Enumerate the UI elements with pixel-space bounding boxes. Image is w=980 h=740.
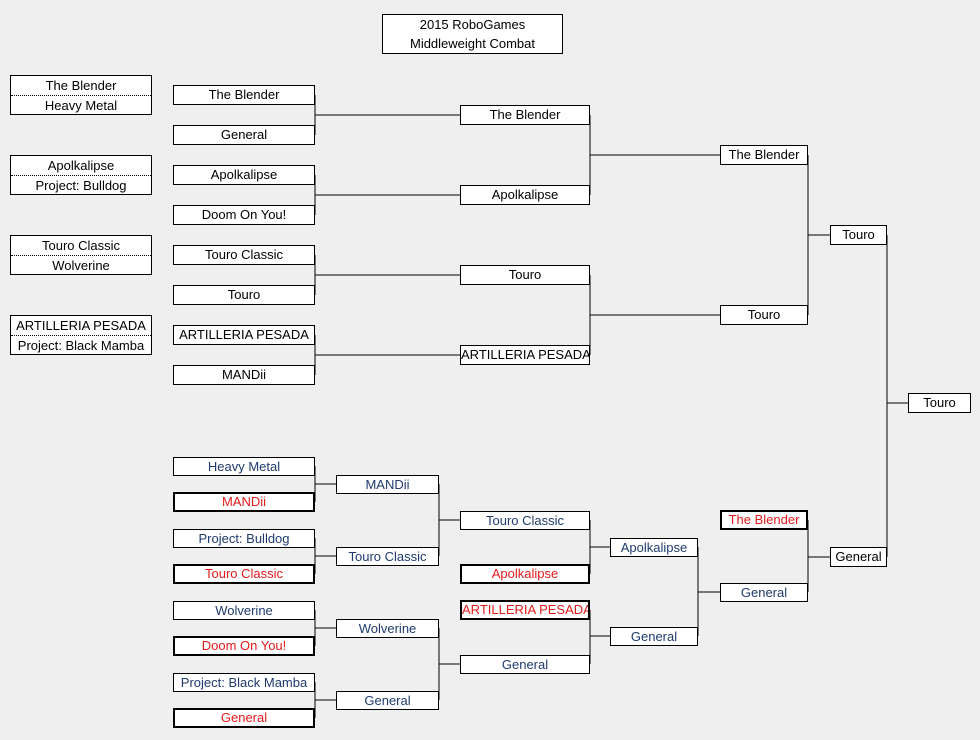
lb-r2-slot: Touro Classic xyxy=(336,547,439,566)
wb-r3-slot: The Blender xyxy=(720,145,808,165)
wb-r2-slot: Touro xyxy=(460,265,590,285)
lb-r1-eliminated-slot: Touro Classic xyxy=(173,564,315,584)
wb-r2-slot: Apolkalipse xyxy=(460,185,590,205)
wb-r2-slot: ARTILLERIA PESADA xyxy=(460,345,590,365)
lb-r1-slot: Wolverine xyxy=(173,601,315,620)
champion-slot: Touro xyxy=(908,393,971,413)
wb-r1-slot: Touro xyxy=(173,285,315,305)
wb-r1-slot: MANDii xyxy=(173,365,315,385)
seed-top: Touro Classic xyxy=(11,236,151,256)
grand-final-slot: General xyxy=(830,547,887,567)
lb-r5-slot: General xyxy=(720,583,808,602)
wb-r1-slot: ARTILLERIA PESADA xyxy=(173,325,315,345)
seed-top: ARTILLERIA PESADA xyxy=(11,316,151,336)
wb-r1-slot: General xyxy=(173,125,315,145)
lb-r2-slot: General xyxy=(336,691,439,710)
lb-r4-slot: Apolkalipse xyxy=(610,538,698,557)
seed-bottom: Wolverine xyxy=(52,258,110,273)
seed-bottom: Project: Bulldog xyxy=(35,178,127,193)
lb-r5-eliminated-slot: The Blender xyxy=(720,510,808,530)
seed-pair-4: ARTILLERIA PESADA Project: Black Mamba xyxy=(10,315,152,355)
lb-r3-eliminated-slot: Apolkalipse xyxy=(460,564,590,584)
lb-r3-slot: General xyxy=(460,655,590,674)
seed-pair-1: The Blender Heavy Metal xyxy=(10,75,152,115)
wb-r1-slot: Apolkalipse xyxy=(173,165,315,185)
wb-r1-slot: The Blender xyxy=(173,85,315,105)
lb-r3-slot: Touro Classic xyxy=(460,511,590,530)
seed-bottom: Project: Black Mamba xyxy=(17,338,145,353)
seed-pair-2: Apolkalipse Project: Bulldog xyxy=(10,155,152,195)
lb-r2-slot: Wolverine xyxy=(336,619,439,638)
seed-top: The Blender xyxy=(11,76,151,96)
title-line-2: Middleweight Combat xyxy=(409,36,535,51)
wb-r2-slot: The Blender xyxy=(460,105,590,125)
wb-r3-slot: Touro xyxy=(720,305,808,325)
lb-r1-eliminated-slot: Doom On You! xyxy=(173,636,315,656)
seed-bottom: Heavy Metal xyxy=(44,98,118,113)
wb-final-slot: Touro xyxy=(830,225,887,245)
lb-r4-slot: General xyxy=(610,627,698,646)
wb-r1-slot: Doom On You! xyxy=(173,205,315,225)
lb-r1-eliminated-slot: General xyxy=(173,708,315,728)
lb-r1-slot: Project: Black Mamba xyxy=(173,673,315,692)
lb-r2-slot: MANDii xyxy=(336,475,439,494)
seed-pair-3: Touro Classic Wolverine xyxy=(10,235,152,275)
title-line-1: 2015 RoboGames xyxy=(419,17,526,32)
lb-r1-slot: Project: Bulldog xyxy=(173,529,315,548)
wb-r1-slot: Touro Classic xyxy=(173,245,315,265)
seed-top: Apolkalipse xyxy=(11,156,151,176)
lb-r1-slot: Heavy Metal xyxy=(173,457,315,476)
bracket-title: 2015 RoboGames Middleweight Combat xyxy=(382,14,563,54)
lb-r1-eliminated-slot: MANDii xyxy=(173,492,315,512)
lb-r3-eliminated-slot: ARTILLERIA PESADA xyxy=(460,600,590,620)
